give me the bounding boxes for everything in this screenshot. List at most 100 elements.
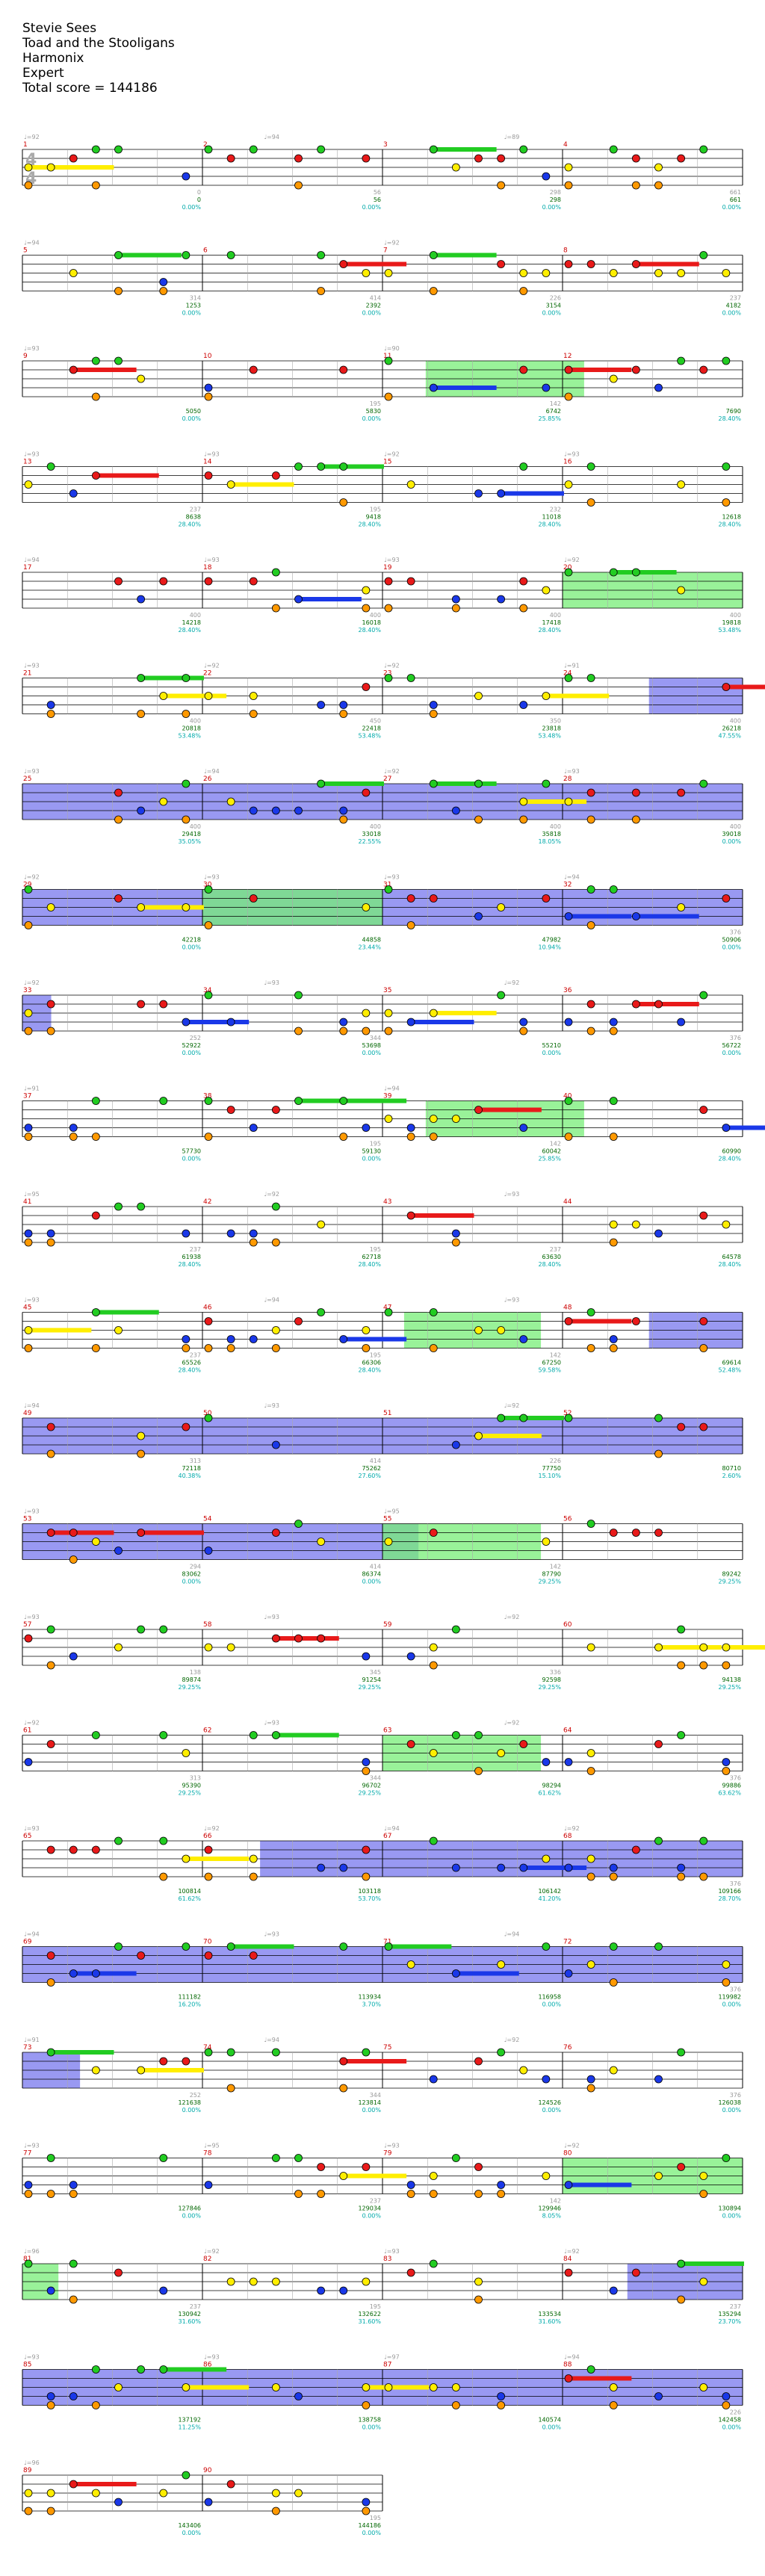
measure-score: 61938 [182,1254,201,1260]
tempo-marker: ♩=93 [24,663,40,669]
note-gem [451,806,460,815]
note-gem [677,154,686,163]
measure-score: 66306 [362,1360,381,1366]
note-gem [24,1009,33,1018]
note-gem [654,1942,663,1951]
measure-number: 61 [23,1727,31,1735]
tempo-marker: ♩=93 [24,1297,40,1304]
tempo-marker: ♩=93 [504,1191,520,1198]
note-gem [722,462,731,471]
note-gem [137,1000,146,1009]
note-gem [542,1854,551,1863]
measure-percent: 40.38% [178,1473,201,1479]
tempo-marker: ♩=92 [504,979,520,986]
measure-percent: 0.00% [182,415,202,422]
note-gem [182,674,191,682]
note-gem [609,145,618,154]
measure-percent: 28.40% [358,521,381,528]
measure-score: 42218 [182,937,201,944]
note-gem [722,269,731,277]
measure-percent: 63.62% [718,1790,741,1797]
note-gem-orange [586,1027,595,1035]
note-gem-orange [722,1661,731,1670]
measure-score: 127846 [178,2205,201,2212]
measure-percent: 23.44% [358,944,381,951]
note-gem-orange [137,710,146,718]
note-gem [497,991,506,1000]
note-gem [384,1308,393,1316]
note-gem [519,797,528,806]
measure-score: 132622 [358,2311,381,2318]
note-gem [249,1229,258,1238]
note-gem [46,1740,55,1748]
measure-score: 23818 [542,725,561,732]
measure-percent: 53.48% [178,733,201,740]
note-gem [451,1229,460,1238]
note-gem [249,145,258,154]
note-gem [271,1529,280,1537]
note-gem [631,1529,640,1537]
beat-count-label: 350 [550,718,561,725]
note-gem [677,903,686,911]
measure-percent: 61.62% [538,1790,561,1797]
beat-count-label: 226 [730,2409,741,2416]
tempo-marker: ♩=91 [24,1086,40,1092]
note-gem [474,1106,483,1114]
note-gem-orange [24,1238,33,1247]
note-gem [699,145,708,154]
note-gem-orange [677,2295,686,2304]
note-gem [271,1106,280,1114]
measure-percent: 0.00% [182,944,202,951]
note-gem-orange [294,181,303,190]
beat-count-label: 400 [730,612,741,619]
note-gem-orange [294,1027,303,1035]
note-gem [249,365,258,374]
sustain-bar [681,2261,744,2266]
note-gem [204,2181,213,2189]
note-gem-orange [586,815,595,824]
note-gem [542,894,551,902]
measure-score: 103118 [358,1888,381,1895]
note-gem [137,595,146,604]
note-gem [384,269,393,277]
note-gem [91,1097,100,1105]
note-gem [564,260,573,268]
note-gem [474,2277,483,2286]
sustain-bar [433,147,497,152]
tempo-marker: ♩=93 [564,451,580,458]
measure-number: 78 [203,2150,212,2158]
note-gem [226,1018,235,1027]
note-gem [46,462,55,471]
note-gem-orange [474,1767,483,1775]
note-gem-orange [46,1661,55,1670]
note-gem-orange [204,1344,213,1352]
measure-number: 21 [23,670,31,678]
note-gem-orange [339,1133,348,1141]
note-gem [519,1018,528,1027]
measure-score: 113934 [358,1994,381,2001]
note-gem [271,1202,280,1211]
measure-number: 57 [23,1621,31,1629]
note-gem [137,2365,146,2374]
measure-number: 76 [563,2044,572,2052]
note-gem [137,674,146,682]
note-gem [406,674,415,682]
measure-percent: 0.00% [362,1579,382,1585]
note-gem [631,365,640,374]
measure-score: 50906 [722,937,741,944]
measure-number: 64 [563,1727,572,1735]
note-gem [699,2277,708,2286]
note-gem [586,260,595,268]
note-gem [137,2066,146,2075]
measure-number: 2 [203,141,208,149]
measure-score: 0 [197,196,201,203]
note-gem [654,1229,663,1238]
sustain-bar [636,914,699,919]
measure-percent: 29.25% [538,1579,561,1585]
note-gem-orange [722,1978,731,1987]
measure-percent: 28.70% [718,1895,741,1902]
measure-percent: 0.00% [182,1579,202,1585]
note-gem [429,2259,438,2268]
note-gem [317,1220,326,1229]
note-gem [564,1863,573,1872]
